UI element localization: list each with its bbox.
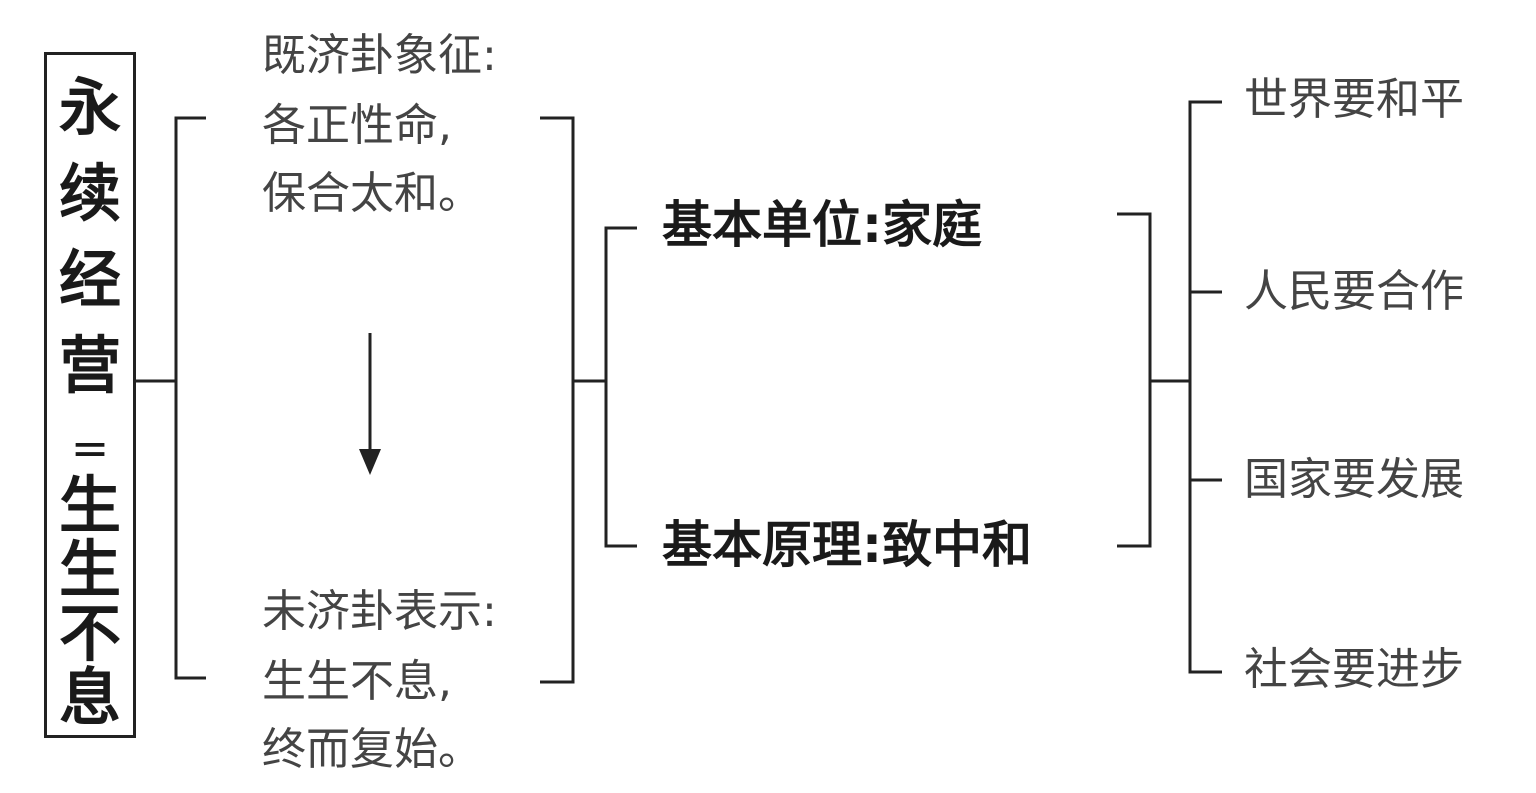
- goal-world-peace: 世界要和平: [1244, 74, 1464, 125]
- weiji-line-2: 生生不息,: [262, 656, 452, 707]
- title-char: 息: [58, 661, 121, 734]
- principle-left-bracket: [604, 226, 637, 548]
- jiji-line-1: 既济卦象征:: [262, 30, 497, 81]
- title-char: 营: [58, 329, 121, 402]
- jiji-line-3: 保合太和。: [262, 168, 482, 219]
- basic-principle-text: 基本原理:致中和: [662, 516, 1032, 574]
- principle-right-bracket: [1117, 212, 1152, 548]
- title-char: 生: [58, 533, 121, 606]
- title-char: 不: [58, 597, 121, 670]
- goals-left-bracket: [1188, 100, 1222, 674]
- down-arrow-icon: [359, 333, 381, 475]
- weiji-line-3: 终而复始。: [262, 724, 482, 775]
- title-char: 生: [58, 469, 121, 542]
- title-char: 永: [58, 71, 121, 144]
- title-char: 续: [58, 157, 121, 230]
- title-char: 经: [58, 243, 121, 316]
- jiji-line-2: 各正性命,: [262, 100, 452, 151]
- hexagram-right-bracket: [540, 116, 575, 684]
- title-box: 永 续 经 营 = 生 生 不 息: [44, 52, 136, 738]
- hexagram-left-bracket: [174, 116, 206, 680]
- goal-society-progress: 社会要进步: [1244, 644, 1464, 695]
- goal-nation-develop: 国家要发展: [1244, 454, 1464, 505]
- basic-unit-text: 基本单位:家庭: [662, 196, 982, 254]
- weiji-line-1: 未济卦表示:: [262, 586, 497, 637]
- goal-people-cooperate: 人民要合作: [1244, 266, 1464, 317]
- title-equals: =: [70, 421, 110, 475]
